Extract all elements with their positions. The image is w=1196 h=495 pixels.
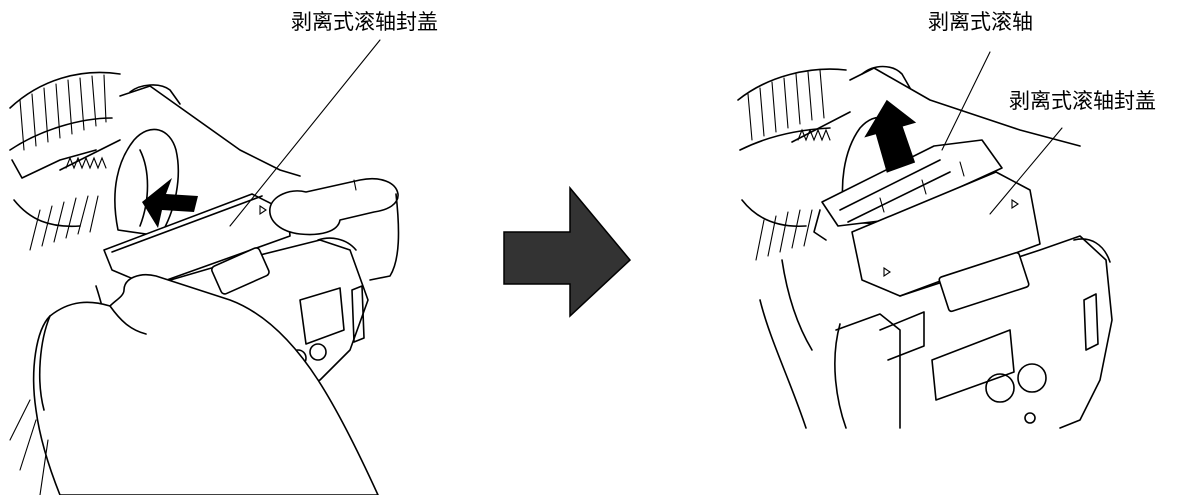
right-frame-cap [861, 65, 911, 89]
transition-right-arrow-icon [503, 185, 632, 318]
left-callout-leader [229, 39, 381, 227]
left-left-hand [9, 274, 379, 495]
left-printer-illustration [9, 39, 400, 495]
right-button-1 [985, 373, 1015, 403]
left-cover-mark [259, 204, 267, 216]
left-push-arrow-icon [142, 178, 198, 228]
left-right-hand [269, 178, 400, 281]
right-roller-cover [851, 171, 1041, 297]
left-open-cover [9, 71, 121, 251]
left-button-2 [309, 343, 327, 361]
left-cover-edge [111, 195, 263, 253]
left-spring [59, 139, 121, 171]
left-lever-detail [139, 149, 149, 227]
left-display-window [211, 247, 270, 295]
right-printer-body [759, 235, 1113, 429]
right-cover-leader [989, 127, 1063, 215]
right-button-2 [1017, 363, 1047, 393]
left-roller-cover [103, 193, 291, 287]
right-roller-callout-label: 剥离式滚轴 [928, 10, 1033, 34]
right-display-window [938, 251, 1030, 313]
right-roller-leader [941, 51, 991, 151]
right-up-arrow-icon [864, 99, 917, 173]
right-printer-illustration [737, 51, 1113, 429]
left-frame-rail [119, 85, 301, 177]
right-button-3 [1024, 412, 1036, 424]
right-cover-callout-label: 剥离式滚轴封盖 [1009, 89, 1156, 113]
right-peeler-roller [813, 139, 1003, 241]
right-spring [791, 111, 851, 143]
right-open-cover [737, 68, 847, 261]
left-frame-cap [129, 84, 181, 105]
left-callout-label: 剥离式滚轴封盖 [291, 10, 438, 34]
